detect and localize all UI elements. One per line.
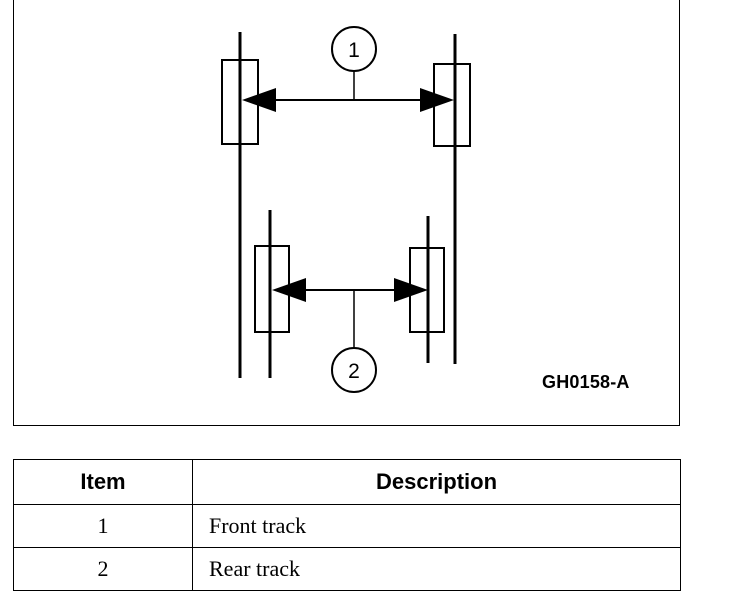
row-description: Front track	[192, 504, 681, 548]
figure-frame: 1 2 GH0158-A	[13, 0, 680, 426]
figure-code: GH0158-A	[542, 372, 630, 392]
row-item-number: 1	[13, 504, 193, 548]
table-row: 2 Rear track	[13, 547, 681, 591]
row-description: Rear track	[192, 547, 681, 591]
legend-table: Item Description 1 Front track 2 Rear tr…	[13, 459, 681, 591]
legend-header-row: Item Description	[13, 459, 681, 505]
callout-1: 1	[331, 26, 377, 100]
header-description: Description	[192, 459, 681, 505]
callout-2-label: 2	[348, 360, 360, 383]
row-item-number: 2	[13, 547, 193, 591]
table-row: 1 Front track	[13, 504, 681, 548]
track-diagram: 1 2	[221, 26, 471, 393]
callout-2: 2	[331, 290, 377, 393]
front-track-arrow	[242, 88, 454, 112]
rear-track-arrow	[272, 278, 428, 302]
header-item: Item	[13, 459, 193, 505]
callout-1-label: 1	[348, 39, 360, 62]
